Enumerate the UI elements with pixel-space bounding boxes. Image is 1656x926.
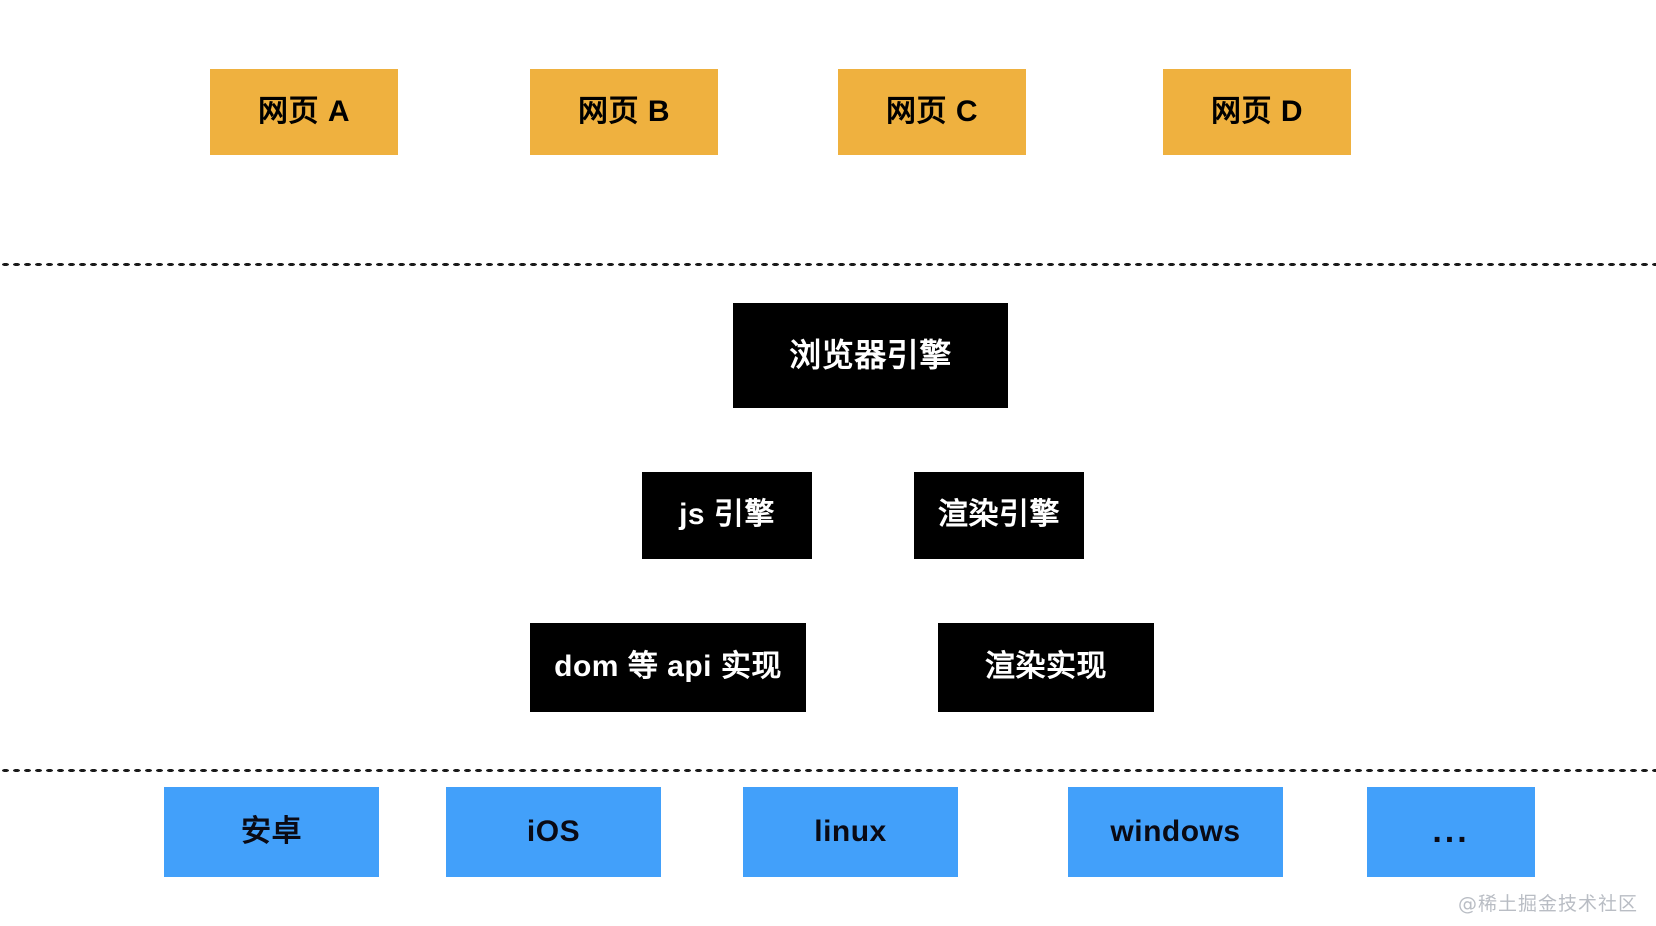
- os-label-windows: windows: [1110, 814, 1241, 848]
- os-label-linux: linux: [814, 814, 887, 848]
- render-engine-label: 渲染引擎: [938, 498, 1060, 532]
- web-page-label-c: 网页 C: [886, 94, 978, 128]
- render-impl-label: 渲染实现: [985, 650, 1107, 684]
- browser-engine-label: 浏览器引擎: [789, 337, 952, 374]
- web-page-label-d: 网页 D: [1211, 94, 1303, 128]
- browser-engine-box[interactable]: 浏览器引擎: [733, 303, 1008, 408]
- watermark: @稀土掘金技术社区: [1457, 893, 1638, 915]
- os-box-android[interactable]: 安卓: [164, 787, 379, 877]
- js-engine-label: js 引擎: [679, 498, 775, 532]
- web-page-box-a[interactable]: 网页 A: [210, 69, 398, 155]
- os-box-windows[interactable]: windows: [1068, 787, 1283, 877]
- render-engine-box[interactable]: 渲染引擎: [914, 472, 1084, 559]
- dom-api-impl-box[interactable]: dom 等 api 实现: [530, 623, 806, 712]
- os-label-android: 安卓: [241, 814, 302, 848]
- web-page-box-c[interactable]: 网页 C: [838, 69, 1026, 155]
- web-page-box-b[interactable]: 网页 B: [530, 69, 718, 155]
- web-page-label-a: 网页 A: [258, 94, 350, 128]
- render-impl-box[interactable]: 渲染实现: [938, 623, 1154, 712]
- js-engine-box[interactable]: js 引擎: [642, 472, 812, 559]
- engine-os-divider: [0, 768, 1656, 773]
- web-page-label-b: 网页 B: [578, 94, 670, 128]
- os-label-more: ...: [1432, 812, 1470, 851]
- os-label-ios: iOS: [526, 814, 581, 848]
- web-page-box-d[interactable]: 网页 D: [1163, 69, 1351, 155]
- dom-api-impl-label: dom 等 api 实现: [554, 650, 782, 684]
- os-box-linux[interactable]: linux: [743, 787, 958, 877]
- web-engine-divider: [0, 262, 1656, 267]
- os-box-ios[interactable]: iOS: [446, 787, 661, 877]
- os-box-more[interactable]: ...: [1367, 787, 1535, 877]
